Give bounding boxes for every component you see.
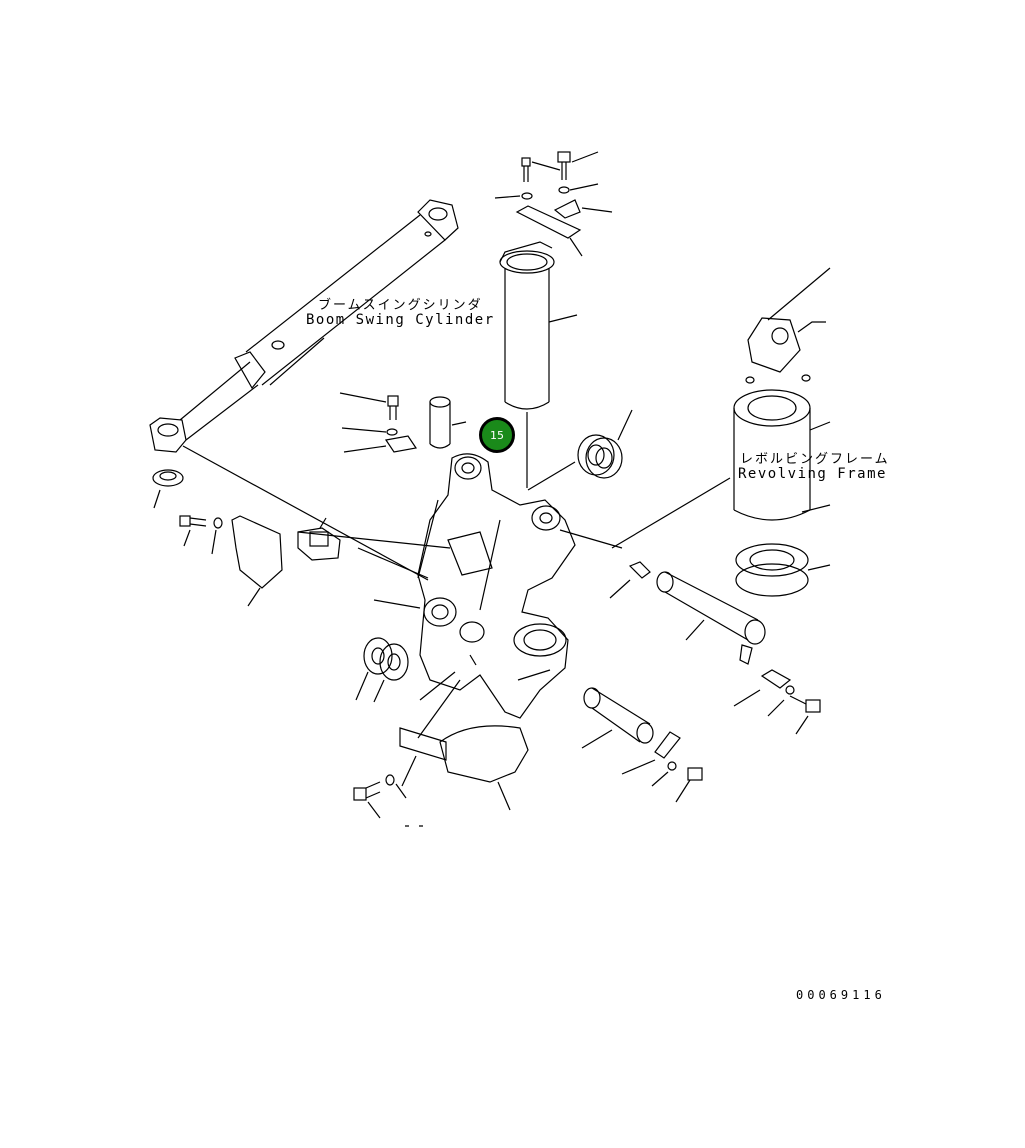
cover-plate — [399, 725, 529, 811]
stopper-plate — [231, 515, 341, 607]
leader-lines — [182, 445, 731, 739]
revolving-frame — [733, 267, 831, 597]
part-callout-15[interactable]: 15 — [479, 417, 515, 453]
drawing-number: 00069116 — [796, 988, 886, 1002]
pin-retainer-right — [733, 669, 821, 735]
small-pin-set — [339, 392, 467, 453]
thrust-washers — [577, 409, 633, 479]
bolt-washer-bottom — [353, 774, 407, 819]
label-revolving-frame-en: Revolving Frame — [738, 466, 887, 482]
cylinder-pin — [656, 571, 766, 665]
lower-washers — [355, 637, 409, 703]
pin-retainer-set — [494, 151, 613, 257]
boom-swing-cylinder — [149, 199, 459, 509]
boom-bracket-pin — [499, 241, 578, 488]
grease-fitting — [609, 561, 651, 599]
lower-retainer — [621, 731, 703, 803]
bolt-washer-left — [179, 515, 223, 555]
leader-line — [269, 337, 325, 386]
label-boom-swing-cylinder-jp: ブームスイングシリンダ — [318, 298, 483, 313]
lower-pin — [581, 687, 654, 749]
callout-number: 15 — [490, 428, 504, 442]
label-revolving-frame-jp: レボルビングフレーム — [740, 452, 890, 467]
boom-swing-bracket — [417, 453, 576, 719]
label-boom-swing-cylinder-en: Boom Swing Cylinder — [306, 312, 495, 328]
